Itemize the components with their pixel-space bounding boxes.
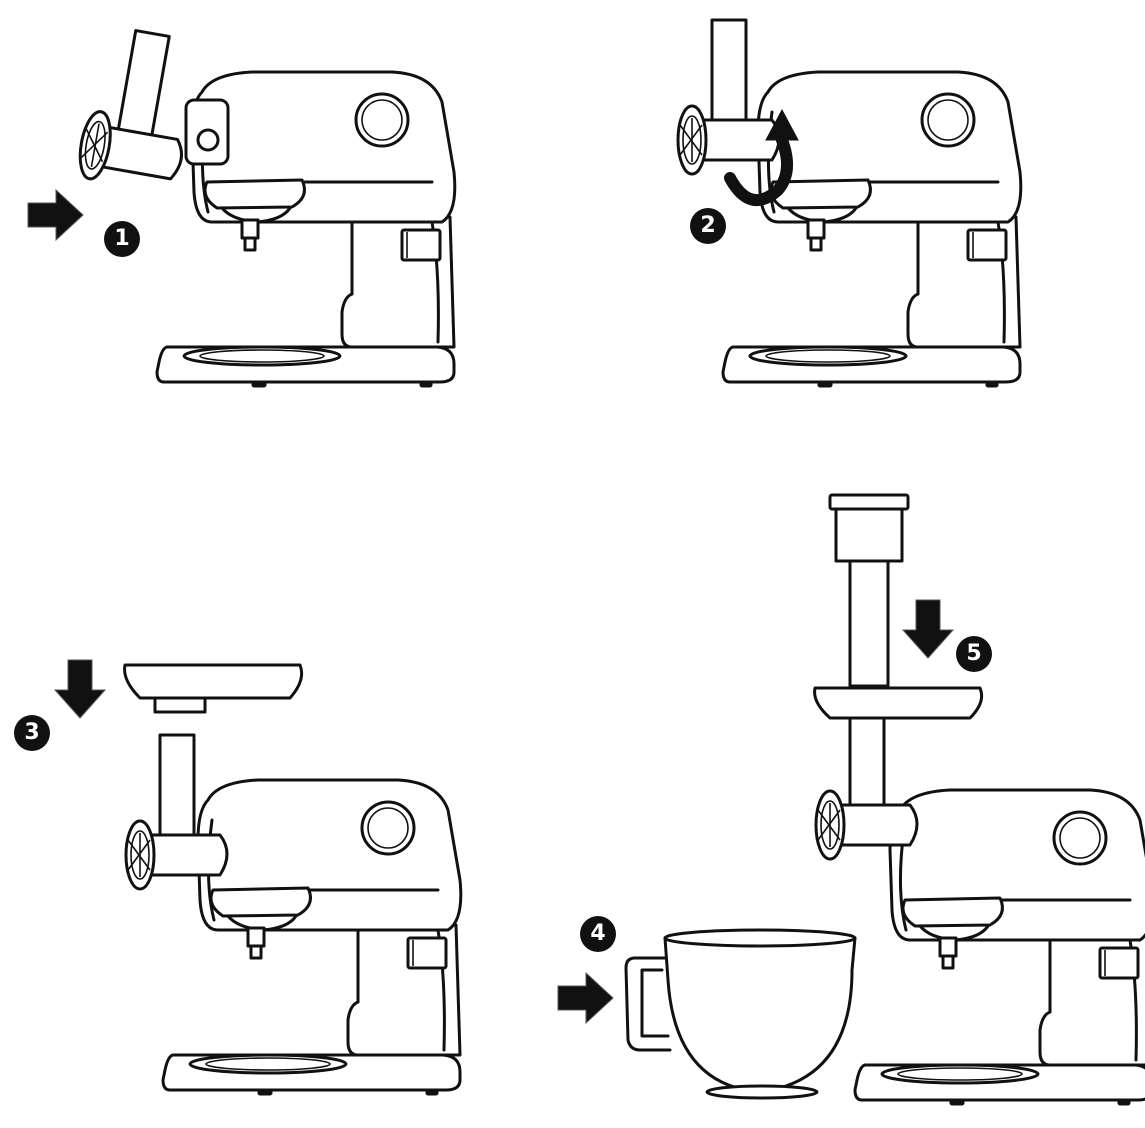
arrow-icon bbox=[557, 972, 614, 1024]
mixer-illustration-4-5 bbox=[557, 493, 1145, 1107]
mixer-illustration-3 bbox=[54, 659, 463, 1097]
food-pusher bbox=[828, 493, 910, 688]
mixing-bowl bbox=[624, 928, 857, 1100]
step-number-badge: 3 bbox=[14, 715, 50, 751]
arrow-icon bbox=[27, 189, 84, 241]
step-number-badge: 2 bbox=[690, 208, 726, 244]
step-number-badge: 1 bbox=[104, 221, 140, 257]
rotate-arrow-icon bbox=[724, 108, 799, 206]
mixer-illustration-2 bbox=[676, 18, 1023, 389]
step-number-badge: 5 bbox=[956, 636, 992, 672]
step-panel-1: 1 bbox=[0, 0, 560, 420]
arrow-icon bbox=[902, 599, 954, 659]
step-panel-3: 3 bbox=[0, 640, 560, 1128]
arrow-icon bbox=[54, 659, 106, 719]
grinder-attachment bbox=[74, 23, 204, 196]
grinder-attachment bbox=[814, 703, 919, 861]
step-panel-4-5: 5 4 bbox=[540, 480, 1145, 1128]
feeding-tray bbox=[123, 663, 304, 714]
feeding-tray bbox=[813, 686, 984, 720]
step-panel-2: 2 bbox=[600, 0, 1145, 420]
step-number-badge: 4 bbox=[580, 916, 616, 952]
mixer-illustration-1 bbox=[27, 23, 457, 389]
